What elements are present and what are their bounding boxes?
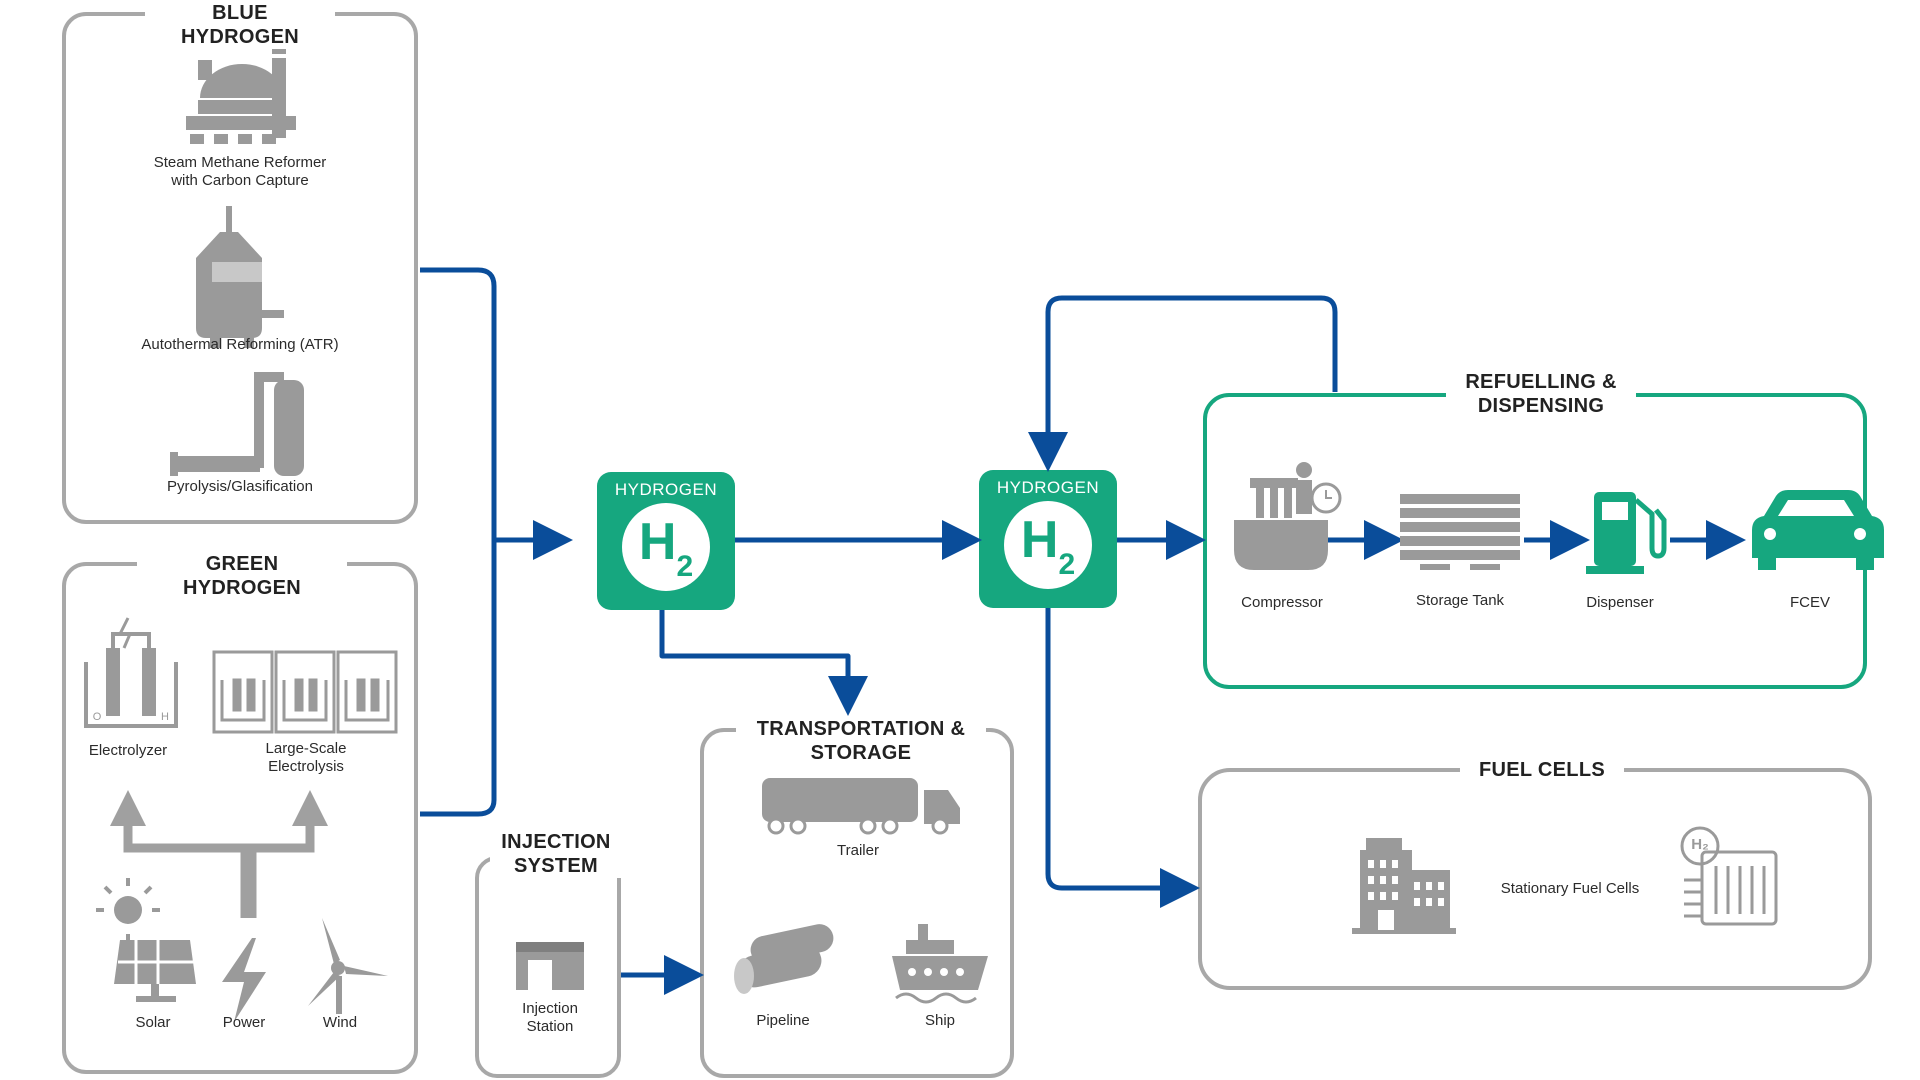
large-scale-line2: Electrolysis bbox=[268, 758, 344, 775]
green-hydrogen-box bbox=[62, 562, 418, 1074]
pipeline-label: Pipeline bbox=[756, 1012, 810, 1029]
fcev-icon bbox=[1752, 490, 1884, 570]
electrolyzer-o2-label: O bbox=[92, 711, 102, 723]
arrow-loop-to-hub2 bbox=[1028, 295, 1338, 472]
transportation-storage-title: TRANSPORTATION & STORAGE bbox=[736, 717, 986, 765]
smr-label-line2: with Carbon Capture bbox=[171, 172, 309, 189]
gray-arrow-to-large-scale bbox=[247, 790, 328, 918]
injection-title-line2: SYSTEM bbox=[513, 855, 599, 877]
solar-label: Solar bbox=[135, 1014, 171, 1031]
blue-hydrogen-title: BLUE HYDROGEN bbox=[145, 1, 335, 49]
smr-label-line1: Steam Methane Reformer bbox=[153, 154, 327, 171]
hub1-sub: 2 bbox=[676, 550, 694, 584]
fuel-cells-box bbox=[1198, 768, 1872, 990]
storage-tank-label: Storage Tank bbox=[1415, 592, 1505, 609]
fuel-cells-title: FUEL CELLS bbox=[1460, 758, 1624, 782]
atr-label: Autothermal Reforming (ATR) bbox=[141, 336, 339, 353]
gray-arrow-to-electrolyzer bbox=[110, 790, 250, 918]
pyrolysis-label: Pyrolysis/Glasification bbox=[167, 478, 313, 495]
injection-station-line1: Injection bbox=[522, 1000, 578, 1017]
storage-tank-icon bbox=[1400, 494, 1520, 570]
refuel-title-line1: REFUELLING & bbox=[1465, 371, 1617, 393]
pyrolysis-icon bbox=[170, 372, 304, 476]
arrow-hub2-to-fuelcells bbox=[1045, 608, 1200, 908]
hub1-h: H bbox=[638, 513, 677, 571]
hydrogen-hub-1 bbox=[597, 472, 735, 610]
large-scale-line1: Large-Scale bbox=[265, 740, 347, 757]
ship-icon bbox=[892, 924, 988, 1004]
dispenser-icon bbox=[1586, 492, 1667, 574]
electrolyzer-label: Electrolyzer bbox=[88, 742, 168, 759]
arrow-hub1-to-transport bbox=[659, 610, 868, 716]
dispenser-label: Dispenser bbox=[1586, 594, 1654, 611]
solar-icon bbox=[96, 878, 196, 1002]
hub2-sub: 2 bbox=[1058, 548, 1076, 582]
ship-label: Ship bbox=[924, 1012, 956, 1029]
electrolyzer-icon bbox=[84, 617, 178, 728]
hub1-symbol: H2 bbox=[596, 512, 736, 583]
hub2-symbol: H2 bbox=[978, 510, 1118, 581]
injection-station-line2: Station bbox=[526, 1018, 574, 1035]
hub1-label: HYDROGEN bbox=[614, 480, 718, 499]
large-scale-electrolysis-icon bbox=[212, 650, 398, 734]
hub2-label: HYDROGEN bbox=[996, 478, 1100, 497]
trailer-label: Trailer bbox=[837, 842, 879, 859]
injection-title-line1: INJECTION bbox=[501, 831, 611, 853]
electrolyzer-h2-label: H bbox=[161, 711, 169, 723]
green-hydrogen-title: GREEN HYDROGEN bbox=[137, 552, 347, 600]
building-icon bbox=[1352, 838, 1456, 934]
fuel-cell-h2-badge: H₂ bbox=[1691, 836, 1709, 853]
hub2-h: H bbox=[1020, 511, 1059, 569]
trailer-icon bbox=[762, 778, 960, 835]
hydrogen-hub-2 bbox=[979, 470, 1117, 608]
compressor-icon bbox=[1234, 462, 1342, 570]
injection-station-icon bbox=[516, 942, 584, 990]
large-scale-label: Large-Scale Electrolysis bbox=[236, 740, 376, 776]
wind-icon bbox=[308, 918, 388, 1014]
power-icon bbox=[222, 938, 266, 1022]
pipeline-icon bbox=[734, 924, 834, 994]
stationary-fuel-cell-icon bbox=[1680, 826, 1778, 926]
refuelling-dispensing-title: REFUELLING & DISPENSING bbox=[1446, 370, 1636, 418]
stationary-fuel-cells-label: Stationary Fuel Cells bbox=[1500, 880, 1640, 897]
compressor-label: Compressor bbox=[1241, 594, 1323, 611]
connector-blue-h2-to-merge bbox=[420, 267, 497, 817]
power-label: Power bbox=[222, 1014, 266, 1031]
steam-methane-reformer-icon bbox=[186, 40, 296, 144]
transport-title-line2: STORAGE bbox=[810, 742, 912, 764]
injection-station-label: Injection Station bbox=[500, 1000, 600, 1036]
transport-title-line1: TRANSPORTATION & bbox=[756, 718, 966, 740]
injection-system-title: INJECTION SYSTEM bbox=[490, 830, 622, 878]
wind-label: Wind bbox=[322, 1014, 358, 1031]
autothermal-reforming-icon bbox=[196, 206, 284, 348]
smr-label: Steam Methane Reformer with Carbon Captu… bbox=[120, 154, 360, 190]
refuel-title-line2: DISPENSING bbox=[1477, 395, 1605, 417]
fcev-label: FCEV bbox=[1789, 594, 1830, 611]
